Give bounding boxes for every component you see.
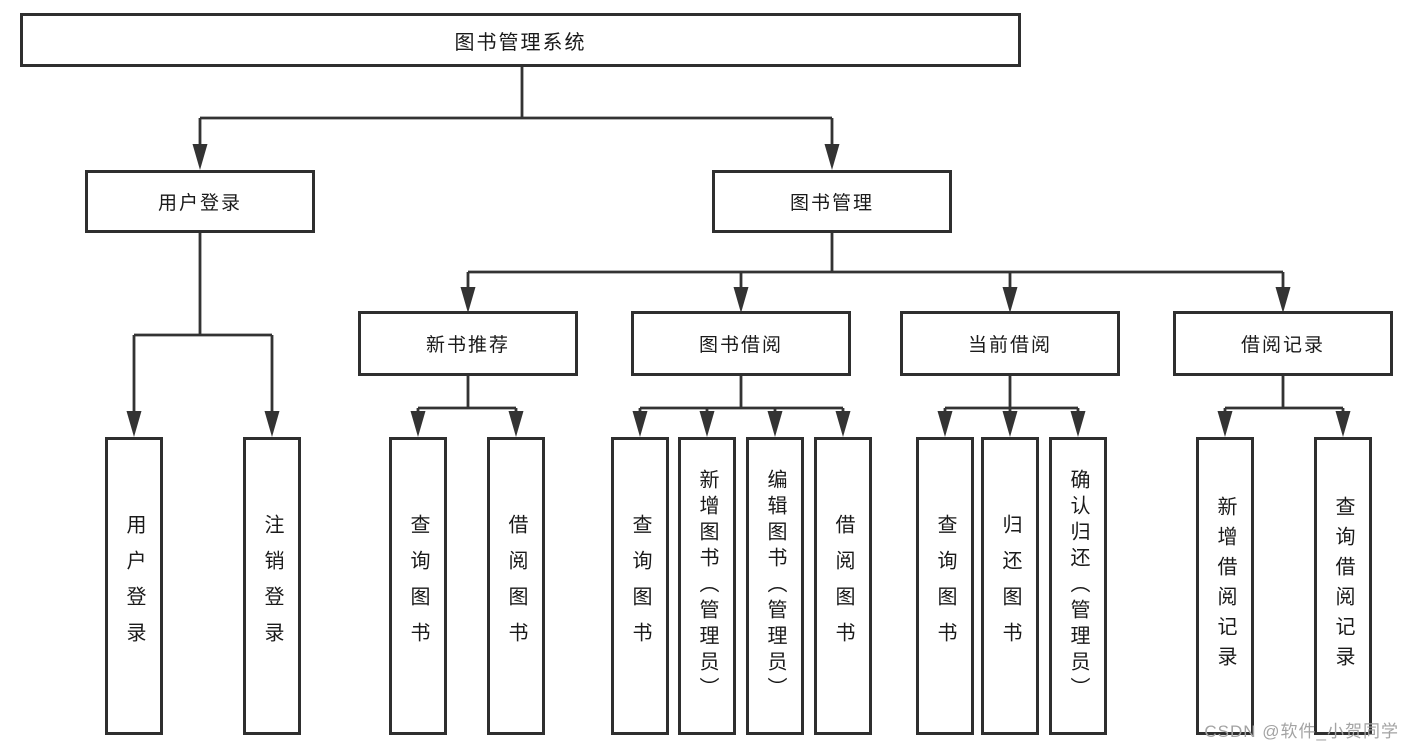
- leaf-label: 确认归还（管理员）: [1067, 469, 1089, 703]
- leaf-label: 查询图书: [629, 514, 651, 658]
- node-book-borrowing: 图书借阅: [631, 311, 851, 376]
- node-book-management: 图书管理: [712, 170, 952, 233]
- node-leaf-return-books: 归还图书: [981, 437, 1039, 735]
- node-current-borrowing: 当前借阅: [900, 311, 1120, 376]
- leaf-label: 查询借阅记录: [1332, 496, 1354, 676]
- leaf-label: 用户登录: [123, 514, 145, 658]
- node-user-login: 用户登录: [85, 170, 315, 233]
- leaf-label: 查询图书: [407, 514, 429, 658]
- node-leaf-edit-books-admin: 编辑图书（管理员）: [746, 437, 804, 735]
- leaf-label: 借阅图书: [505, 514, 527, 658]
- node-leaf-user-login: 用户登录: [105, 437, 163, 735]
- node-leaf-add-books-admin: 新增图书（管理员）: [678, 437, 736, 735]
- leaf-label: 编辑图书（管理员）: [764, 469, 786, 703]
- leaf-label: 注销登录: [261, 514, 283, 658]
- node-leaf-query-books-borrow: 查询图书: [611, 437, 669, 735]
- node-leaf-borrow-books: 借阅图书: [814, 437, 872, 735]
- leaf-label: 查询图书: [934, 514, 956, 658]
- node-leaf-query-books-current: 查询图书: [916, 437, 974, 735]
- node-library-management-system: 图书管理系统: [20, 13, 1021, 67]
- node-leaf-confirm-return-admin: 确认归还（管理员）: [1049, 437, 1107, 735]
- node-borrowing-records: 借阅记录: [1173, 311, 1393, 376]
- node-leaf-logout: 注销登录: [243, 437, 301, 735]
- node-leaf-query-books-recommend: 查询图书: [389, 437, 447, 735]
- watermark: CSDN @软件_小贺同学: [1204, 722, 1399, 741]
- node-leaf-borrow-books-recommend: 借阅图书: [487, 437, 545, 735]
- leaf-label: 归还图书: [999, 514, 1021, 658]
- leaf-label: 借阅图书: [832, 514, 854, 658]
- node-new-book-recommend: 新书推荐: [358, 311, 578, 376]
- node-leaf-query-borrow-record: 查询借阅记录: [1314, 437, 1372, 735]
- leaf-label: 新增图书（管理员）: [696, 469, 718, 703]
- leaf-label: 新增借阅记录: [1214, 496, 1236, 676]
- node-leaf-add-borrow-record: 新增借阅记录: [1196, 437, 1254, 735]
